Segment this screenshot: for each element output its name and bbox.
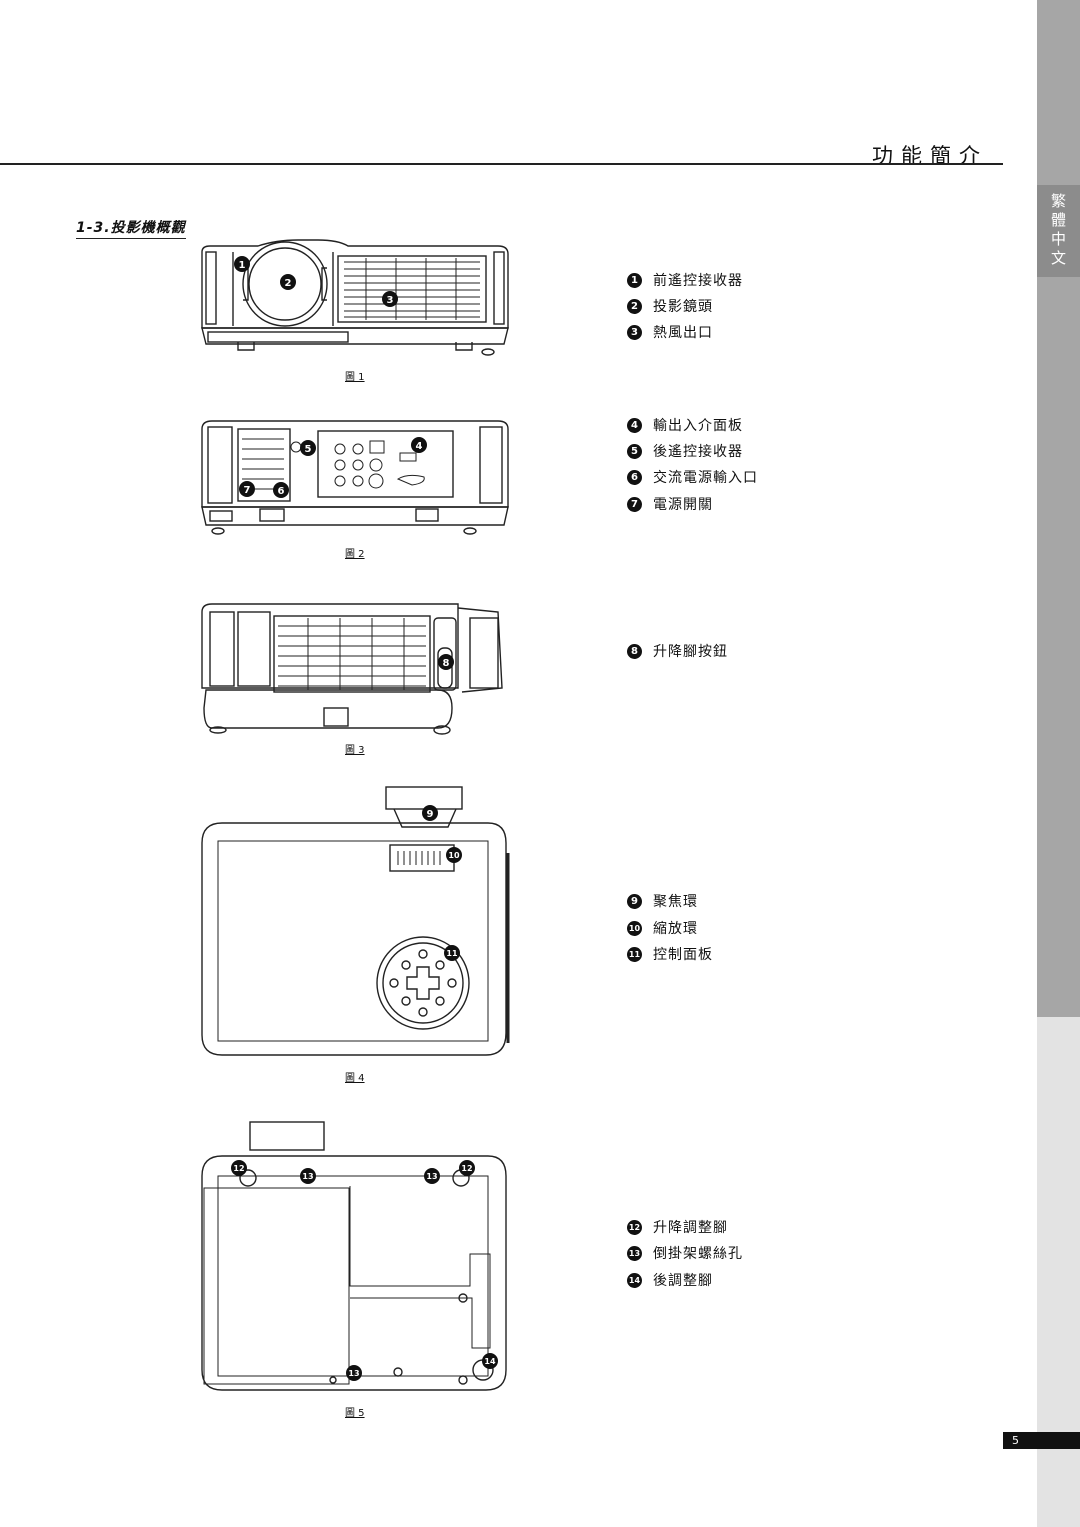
legend-item: 14 後調整腳: [627, 1270, 713, 1290]
callout-number-badge: 7: [627, 496, 642, 512]
legend-label: 後遙控接收器: [653, 444, 743, 460]
svg-text:10: 10: [448, 851, 460, 860]
legend-item: 8 升降腳按鈕: [627, 641, 728, 661]
callout-number-badge: 6: [627, 469, 642, 485]
header-rule: [0, 163, 1003, 165]
svg-text:12: 12: [233, 1164, 244, 1173]
callout-number-badge: 12: [627, 1219, 642, 1235]
svg-text:14: 14: [484, 1357, 496, 1366]
svg-text:1: 1: [239, 260, 246, 271]
legend-item: 5 後遙控接收器: [627, 441, 743, 461]
svg-text:7: 7: [244, 485, 251, 496]
language-tab: [1037, 185, 1080, 277]
svg-text:8: 8: [443, 658, 450, 669]
section-title: 1-3.投影機概觀: [76, 217, 186, 239]
legend-item: 9 聚焦環: [627, 891, 698, 911]
sidebar-band: [1037, 0, 1080, 1017]
figure-2-rear-view: 5 4 7 6: [201, 420, 509, 535]
figure-3-side-view: 8: [201, 603, 503, 735]
figure-4-caption: 圖 4: [345, 1073, 365, 1084]
legend-item: 7 電源開關: [627, 494, 713, 514]
svg-text:4: 4: [416, 441, 423, 452]
callout-number-badge: 11: [627, 946, 642, 962]
legend-item: 1 前遙控接收器: [627, 270, 743, 290]
svg-text:2: 2: [285, 278, 292, 289]
callout-number-badge: 4: [627, 417, 642, 433]
legend-label: 控制面板: [653, 947, 713, 963]
callout-number-badge: 8: [627, 643, 642, 659]
legend-label: 縮放環: [653, 921, 698, 937]
callout-number-badge: 3: [627, 324, 642, 340]
callout-number-badge: 2: [627, 298, 642, 314]
legend-item: 11 控制面板: [627, 944, 713, 964]
legend-label: 升降調整腳: [653, 1220, 728, 1236]
callout-number-badge: 1: [627, 272, 642, 288]
legend-label: 倒掛架螺絲孔: [653, 1246, 743, 1262]
callout-number-badge: 9: [627, 893, 642, 909]
figure-1-caption: 圖 1: [345, 372, 365, 383]
svg-text:11: 11: [446, 949, 458, 958]
sidebar-band-lower: [1037, 1017, 1080, 1527]
svg-text:6: 6: [278, 486, 285, 497]
figure-5-caption: 圖 5: [345, 1408, 365, 1419]
svg-text:12: 12: [461, 1164, 472, 1173]
svg-text:9: 9: [427, 809, 434, 820]
svg-text:3: 3: [387, 295, 394, 306]
legend-label: 電源開關: [653, 497, 713, 513]
legend-label: 前遙控接收器: [653, 273, 743, 289]
svg-text:13: 13: [348, 1369, 359, 1378]
svg-text:13: 13: [302, 1172, 313, 1181]
figure-2-caption: 圖 2: [345, 549, 365, 560]
legend-item: 2 投影鏡頭: [627, 296, 713, 316]
legend-label: 熱風出口: [653, 325, 713, 341]
page-title: 功能簡介: [872, 144, 988, 168]
figure-5-bottom-view: 12 13 13 12 13 14: [201, 1121, 507, 1391]
legend-label: 投影鏡頭: [653, 299, 713, 315]
legend-label: 輸出入介面板: [653, 418, 743, 434]
legend-item: 12 升降調整腳: [627, 1217, 728, 1237]
legend-item: 4 輸出入介面板: [627, 415, 743, 435]
svg-text:5: 5: [305, 444, 312, 455]
figure-3-caption: 圖 3: [345, 745, 365, 756]
figure-4-top-view: 9 10 11: [201, 786, 510, 1056]
callout-number-badge: 5: [627, 443, 642, 459]
legend-item: 3 熱風出口: [627, 322, 713, 342]
legend-item: 13 倒掛架螺絲孔: [627, 1243, 743, 1263]
legend-item: 6 交流電源輸入口: [627, 467, 758, 487]
legend-item: 10 縮放環: [627, 918, 698, 938]
legend-label: 後調整腳: [653, 1273, 713, 1289]
callout-number-badge: 10: [627, 920, 642, 936]
legend-label: 聚焦環: [653, 894, 698, 910]
legend-label: 升降腳按鈕: [653, 644, 728, 660]
legend-label: 交流電源輸入口: [653, 470, 758, 486]
callout-number-badge: 14: [627, 1272, 642, 1288]
language-tab-label: 繁 體 中 文: [1050, 192, 1066, 267]
page-number: 5: [1003, 1432, 1080, 1449]
callout-number-badge: 13: [627, 1245, 642, 1261]
figure-1-front-view: 1 2 3: [201, 239, 509, 356]
svg-text:13: 13: [426, 1172, 437, 1181]
